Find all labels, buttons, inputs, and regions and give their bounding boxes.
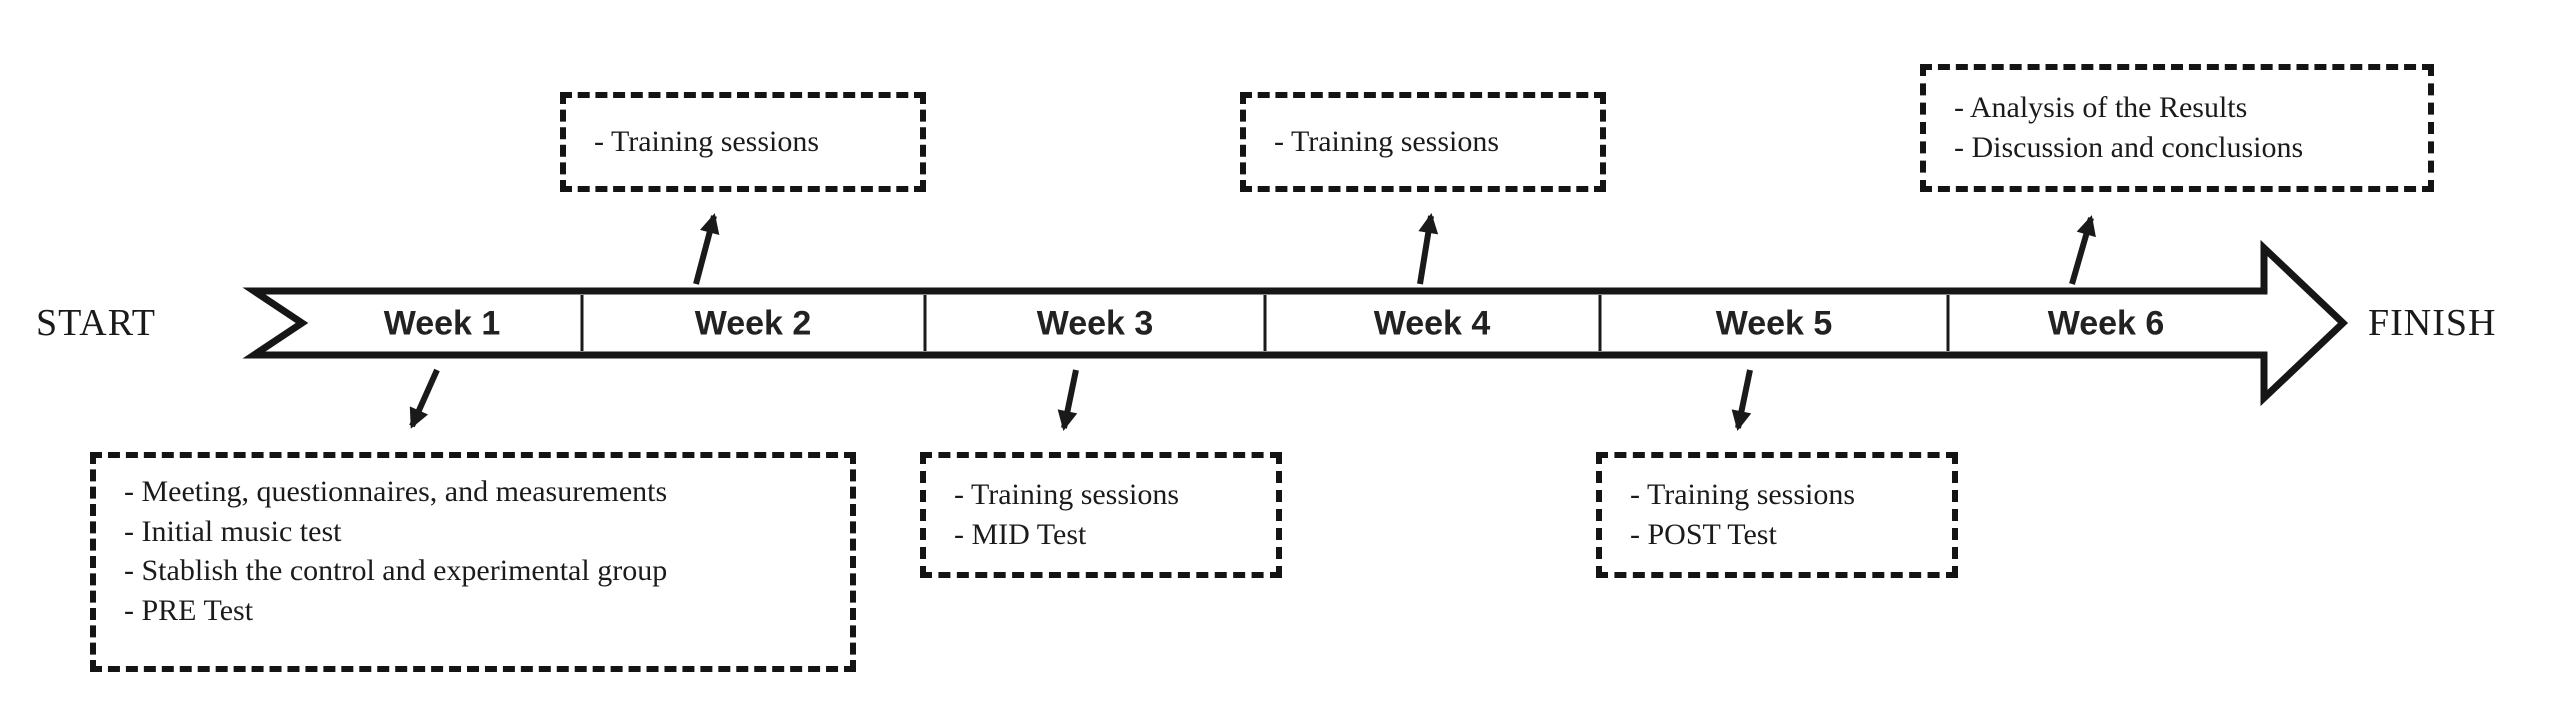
note-week2-training: - Training sessions: [560, 92, 926, 192]
note-line: - Discussion and conclusions: [1954, 131, 2304, 164]
note-week3-midtest: - Training sessions - MID Test: [920, 452, 1282, 578]
week-6-label: Week 6: [2047, 304, 2165, 343]
down-arrow-week5: [1731, 369, 1753, 431]
note-line: - Training sessions: [1630, 478, 1856, 512]
finish-label: FINISH: [2368, 302, 2497, 345]
note-line: - Stablish the control and experimental …: [124, 554, 668, 588]
note-line: - Meeting, questionnaires, and measureme…: [124, 475, 668, 508]
week-2-label: Week 2: [694, 304, 812, 343]
up-arrow-week6: [2069, 215, 2096, 285]
note-line: - Initial music test: [124, 514, 342, 548]
note-line: - POST Test: [1630, 518, 1777, 551]
note-line: - Analysis of the Results: [1954, 91, 2248, 125]
note-line: - MID Test: [954, 518, 1087, 551]
down-arrow-week3: [1057, 369, 1079, 431]
timeline-arrow-shape: [242, 239, 2349, 407]
note-week1-setup: - Meeting, questionnaires, and measureme…: [90, 452, 856, 672]
note-week4-training: - Training sessions: [1240, 92, 1606, 192]
note-week6-analysis: - Analysis of the Results - Discussion a…: [1920, 64, 2434, 192]
up-arrow-week2: [693, 213, 720, 285]
up-arrow-week4: [1417, 213, 1439, 285]
connector-arrows: [409, 213, 2096, 431]
start-label: START: [36, 302, 157, 345]
note-line: - Training sessions: [594, 125, 820, 159]
down-arrow-week1: [409, 368, 440, 429]
week-5-label: Week 5: [1715, 304, 1833, 343]
week-4-label: Week 4: [1373, 304, 1491, 343]
note-line: - Training sessions: [1274, 125, 1500, 159]
week-1-label: Week 1: [383, 304, 501, 343]
note-line: - PRE Test: [124, 593, 254, 627]
note-line: - Training sessions: [954, 478, 1180, 512]
week-separators: [580, 295, 1950, 351]
week-3-label: Week 3: [1036, 304, 1154, 343]
note-week5-posttest: - Training sessions - POST Test: [1596, 452, 1958, 578]
